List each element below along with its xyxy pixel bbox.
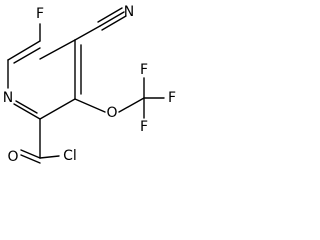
bond-carbonyl-cl <box>39 155 60 159</box>
bond-c6-c5-inner <box>13 47 41 64</box>
atom-label-ring-nitrogen: N <box>3 90 13 106</box>
acyl-chloride-group <box>20 118 60 164</box>
bond-c4-cn <box>74 25 101 41</box>
bond-carbonyl-o-inner <box>20 154 41 164</box>
atom-label-fluoro: F <box>36 6 44 22</box>
atom-label-cf3-fluoro-right: F <box>168 90 176 106</box>
atom-label-ether-oxygen: O <box>106 105 117 121</box>
pyridine-ring <box>7 39 82 120</box>
bond-c2-n1 <box>13 103 41 120</box>
bond-cn-triple-2 <box>97 7 123 23</box>
bond-o-cf3 <box>118 97 145 113</box>
bond-cn-triple-3 <box>101 15 127 31</box>
bond-c5-c4 <box>39 39 76 60</box>
bond-c3-o <box>74 98 106 113</box>
atom-label-acyl-oxygen: O <box>7 149 18 165</box>
atom-label-nitrile-nitrogen: N <box>124 4 134 20</box>
molecule-structure: F N N O F F F O Cl <box>3 4 176 165</box>
bond-c6-c5 <box>7 40 41 61</box>
bond-c2-n1-inner <box>15 100 38 114</box>
bond-c3-c2 <box>39 98 76 120</box>
trifluoromethoxy-group <box>74 77 165 119</box>
atom-label-cf3-fluoro-bottom: F <box>140 119 148 135</box>
cyano-group <box>74 7 127 41</box>
atom-label-acyl-chlorine: Cl <box>63 148 77 164</box>
bond-cn-triple-1 <box>99 11 125 27</box>
bond-carbonyl-o <box>20 149 41 159</box>
atom-label-cf3-fluoro-top: F <box>140 62 148 78</box>
